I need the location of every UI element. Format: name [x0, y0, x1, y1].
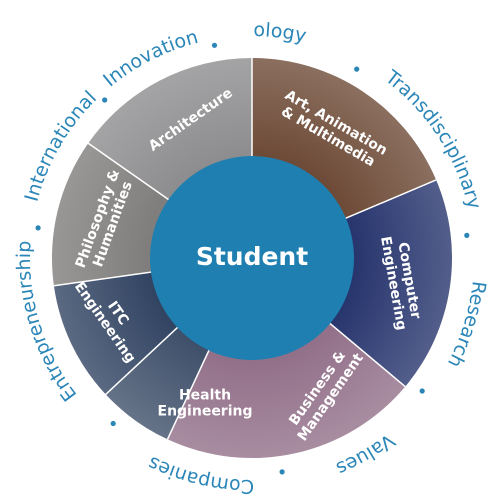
ring-separator-dot [35, 225, 41, 231]
computer-circuit-photo [252, 179, 452, 387]
ring-separator-dot [464, 232, 470, 238]
ring-word: Companies [145, 452, 255, 497]
ring-word: Research [443, 280, 490, 371]
ring-separator-dot [110, 420, 116, 427]
ring-separator-dot [419, 388, 425, 394]
ring-word: Values [333, 429, 399, 480]
center-label: Student [196, 242, 308, 271]
center-circle [150, 156, 354, 360]
business-globe-photo [167, 258, 406, 459]
ring-separator-dot [279, 469, 285, 475]
ring-separator-dot [354, 66, 360, 72]
ring-separator-dot [211, 42, 218, 48]
ring-separator-dot [102, 97, 108, 103]
